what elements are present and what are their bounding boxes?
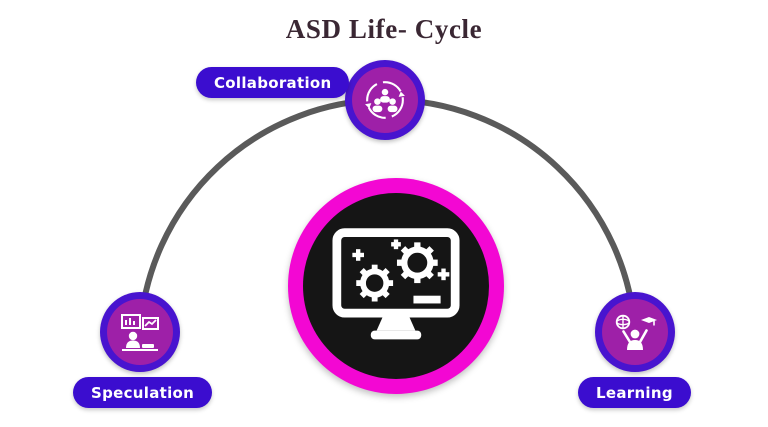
node-collaboration-inner [352, 67, 418, 133]
node-collaboration [345, 60, 425, 140]
center-hub-ring [288, 178, 504, 394]
label-speculation: Speculation [73, 377, 213, 408]
node-learning-inner [602, 299, 668, 365]
diagram-title: ASD Life- Cycle [285, 14, 483, 44]
speculation-analytics-icon [121, 314, 159, 351]
monitor-gears-icon [332, 228, 460, 340]
learning-person-icon [615, 314, 657, 350]
node-speculation [100, 292, 180, 372]
collaboration-people-icon [365, 81, 405, 119]
center-hub [303, 193, 489, 379]
label-collaboration: Collaboration [196, 67, 350, 98]
node-speculation-inner [107, 299, 173, 365]
node-learning [595, 292, 675, 372]
label-learning: Learning [578, 377, 691, 408]
